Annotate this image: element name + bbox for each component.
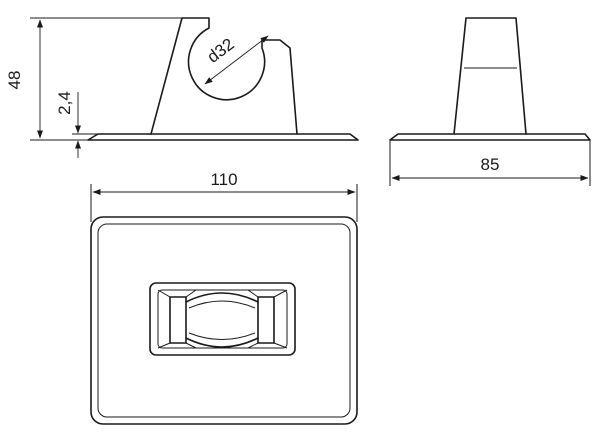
- height-dimension-label: 48: [5, 71, 24, 90]
- base-thickness-label: 2,4: [55, 91, 74, 115]
- clip-housing-outer: [149, 282, 296, 356]
- side-base-plate: [389, 133, 591, 141]
- pipe-diameter-dimension-line: [204, 35, 269, 85]
- side-clip-body: [453, 17, 527, 135]
- front-view: 48 2,4 d32: [5, 17, 359, 158]
- width-dimension-label: 85: [481, 155, 500, 174]
- top-plate-inner: [97, 223, 351, 418]
- pipe-diameter-label: d32: [204, 34, 238, 66]
- clip-pipe-seat: [185, 292, 259, 348]
- front-base-plate: [87, 133, 359, 141]
- clip-jaw-right: [257, 296, 275, 344]
- length-dimension-label: 110: [210, 170, 237, 189]
- top-plate-outer: [90, 216, 358, 425]
- clip-housing-inner: [157, 289, 288, 349]
- side-view: 85: [389, 17, 591, 186]
- clip-jaw-left: [169, 296, 187, 344]
- top-view: 110: [90, 170, 358, 425]
